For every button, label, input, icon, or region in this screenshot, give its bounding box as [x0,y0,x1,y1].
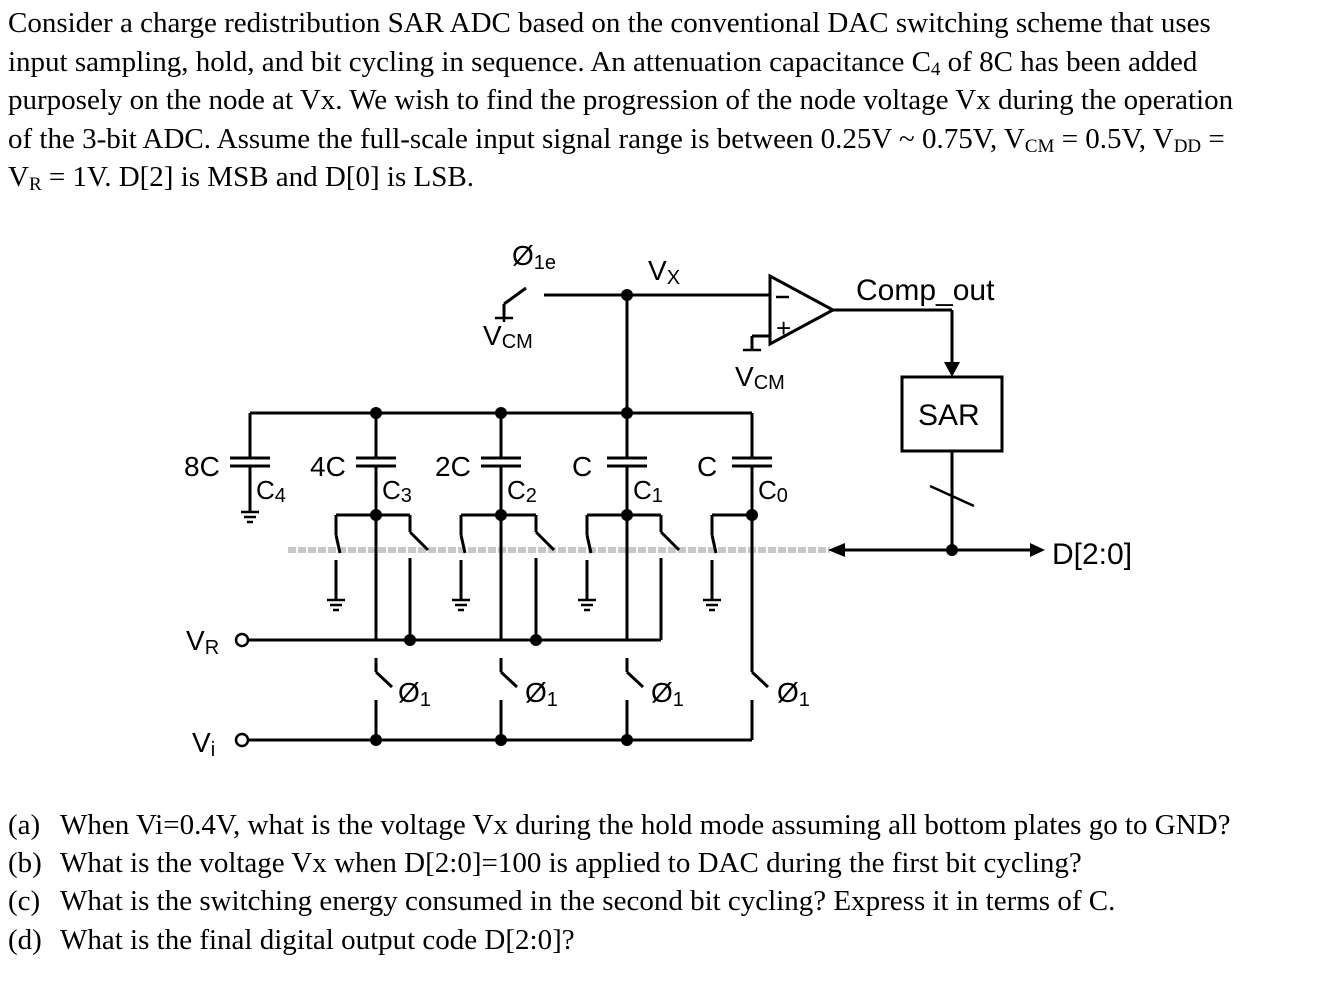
cap-name-c1: C1 [633,475,663,507]
phi-1e-label: Ø1e [512,240,556,274]
capacitor-c1 [607,456,647,515]
cap-name-c4: C4 [256,475,286,507]
phi1-label-c3: Ø1 [398,677,431,711]
capacitor-c2 [481,456,521,515]
capacitor-c4 [230,456,270,524]
sar-output-bus [828,451,1045,557]
statement-line-3: purposely on the node at Vx. We wish to … [8,84,1234,116]
vi-rail [234,732,752,748]
comp-out-label: Comp_out [856,274,995,307]
cap-value-8c: 8C [184,451,220,482]
vcm-top-label: VCM [483,320,533,353]
question-a: (a)When Vi=0.4V, what is the voltage Vx … [8,809,1231,841]
cap-value-4c: 4C [310,451,346,482]
cap-name-c3: C3 [382,475,412,507]
vx-node-wiring [248,293,770,458]
vi-label: Vi [192,727,215,761]
phi1-label-c0: Ø1 [777,677,810,711]
phi1-label-c2: Ø1 [525,677,558,711]
phi1-label-c1: Ø1 [651,677,684,711]
statement-line-4: of the 3-bit ADC. Assume the full-scale … [8,122,1225,157]
vx-label: VX [648,255,680,289]
statement-line-1: Consider a charge redistribution SAR ADC… [8,7,1211,39]
cap-value-2c: 2C [435,451,471,482]
cap-value-c1: C [572,451,592,482]
cap-name-c0: C0 [758,475,788,507]
junction-dots [370,289,958,746]
dout-label: D[2:0] [1052,538,1132,571]
problem-statement: Consider a charge redistribution SAR ADC… [8,4,1328,197]
vcm-comparator-label: VCM [735,361,785,394]
switch-network-c0 [703,513,770,740]
question-c: (c)What is the switching energy consumed… [8,885,1116,918]
vr-rail [234,632,661,648]
question-b: (b)What is the voltage Vx when D[2:0]=10… [8,847,1082,880]
statement-line-5: VR = 1V. D[2] is MSB and D[0] is LSB. [8,161,474,195]
question-d: (d)What is the final digital output code… [8,923,575,956]
capacitor-c3 [356,456,396,515]
vr-label: VR [186,625,219,659]
question-list: (a)When Vi=0.4V, what is the voltage Vx … [8,806,1328,959]
sar-label: SAR [918,399,980,432]
statement-line-2: input sampling, hold, and bit cycling in… [8,45,1198,80]
comparator [743,273,960,377]
sar-block [900,375,1004,453]
capacitor-c0 [732,456,772,515]
cap-value-c0: C [697,451,717,482]
switch-network-c2 [452,513,556,740]
reset-switch [495,286,527,322]
cap-name-c2: C2 [507,475,537,507]
comparator-plus: + [776,313,791,343]
